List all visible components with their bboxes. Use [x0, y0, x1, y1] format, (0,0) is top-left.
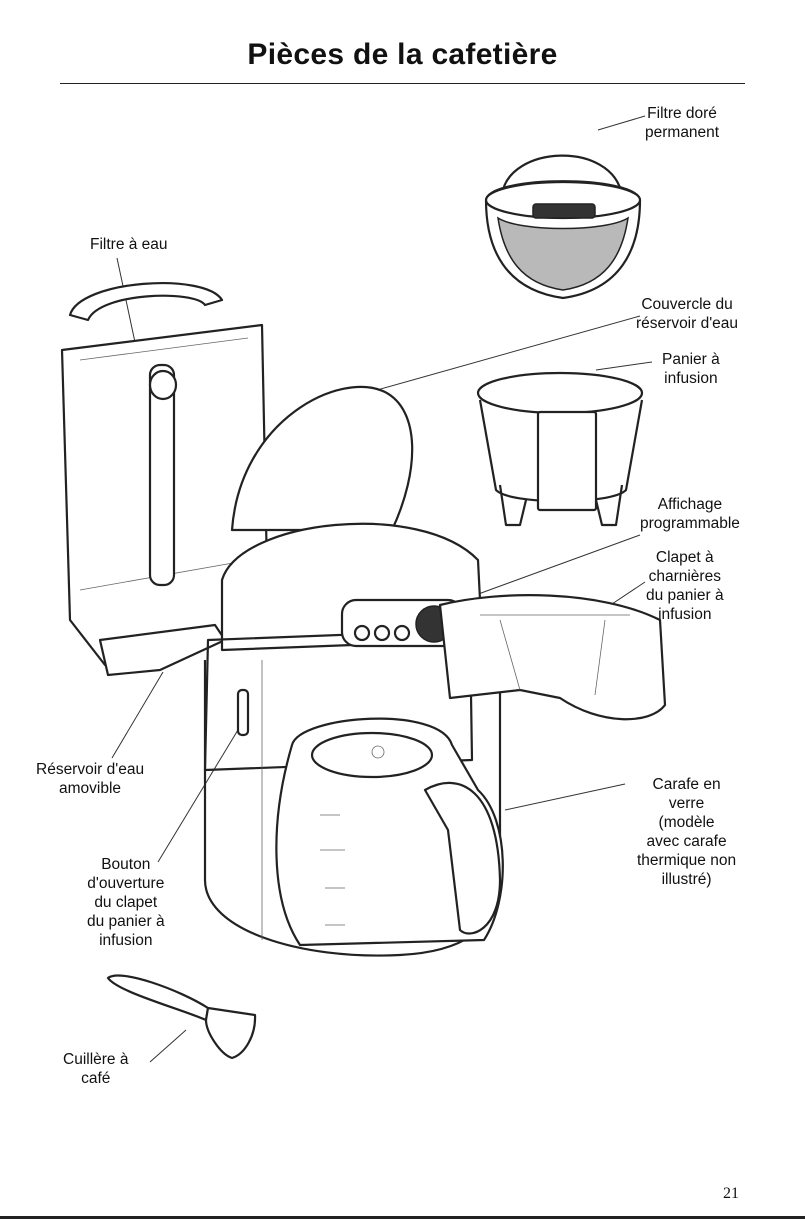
coffee-scoop-drawing: [106, 974, 257, 1060]
brew-basket-drawing: [476, 371, 644, 527]
coffee-maker-body-drawing: [203, 385, 502, 957]
title-rule: [60, 83, 745, 84]
carafe-drawing: [275, 717, 504, 947]
label-water-filter: Filtre à eau: [90, 236, 168, 253]
bottom-border: [0, 1216, 805, 1219]
gold-filter-drawing: [484, 154, 642, 300]
page-number: 21: [723, 1185, 739, 1202]
water-reservoir-drawing: [60, 282, 270, 677]
hinged-door-drawing: [438, 594, 667, 721]
page-title: Pièces de la cafetière: [247, 38, 558, 71]
